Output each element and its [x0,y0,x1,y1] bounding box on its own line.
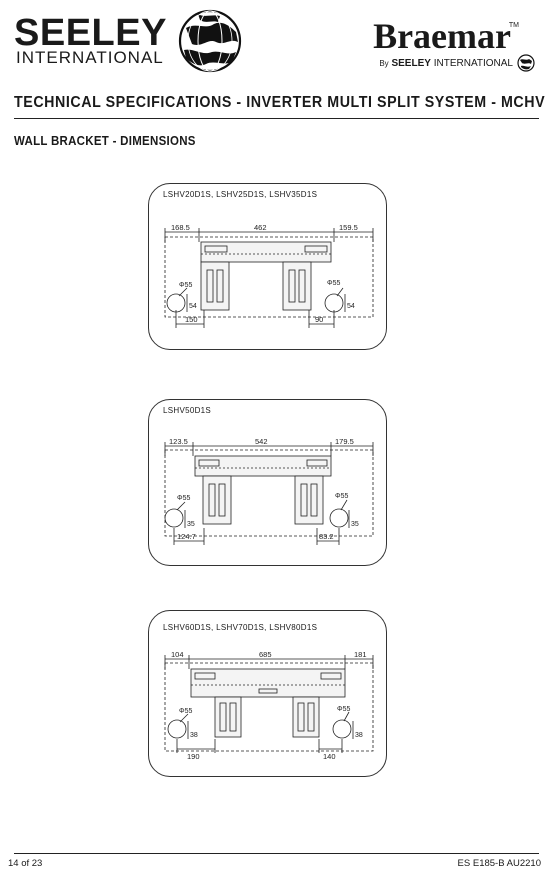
bracket-panel-2: LSHV50D1S [148,399,387,566]
dim-left-vert: 35 [187,521,195,528]
braemar-by-suffix: INTERNATIONAL [433,58,513,69]
dim-right-dia: Φ55 [335,493,348,500]
document-title: TECHNICAL SPECIFICATIONS - INVERTER MULT… [14,94,546,111]
bracket-diagram: 168.5 462 159.5 Φ55 Φ55 54 54 150 90 [164,223,374,328]
dim-top-right: 179.5 [335,437,354,446]
globe-icon [178,9,242,73]
dim-top-mid: 462 [254,223,267,232]
title-rule [14,118,539,119]
panel-models-label: LSHV60D1S, LSHV70D1S, LSHV80D1S [163,623,318,632]
dim-right-dia: Φ55 [327,280,340,287]
braemar-trademark: TM [508,22,519,29]
panel-models-label: LSHV20D1S, LSHV25D1S, LSHV35D1S [163,190,318,199]
dim-left-vert: 38 [190,732,198,739]
dim-top-left: 123.5 [169,437,188,446]
dim-bottom-left: 150 [185,315,198,324]
bracket-panel-3: LSHV60D1S, LSHV70D1S, LSHV80D1S [148,610,387,777]
dim-top-right: 159.5 [339,223,358,232]
section-title: WALL BRACKET - DIMENSIONS [14,134,196,148]
dim-top-left: 104 [171,650,184,659]
dim-bottom-left: 124.7 [177,532,196,541]
dim-top-mid: 685 [259,650,272,659]
dim-left-dia: Φ55 [179,282,192,289]
dim-bottom-right: 140 [323,752,336,761]
dim-bottom-right: 83.2 [319,532,334,541]
dim-left-dia: Φ55 [179,708,192,715]
braemar-by-brand: SEELEY [391,58,431,69]
dim-left-dia: Φ55 [177,495,190,502]
dim-right-vert: 35 [351,521,359,528]
braemar-by-prefix: By [379,59,389,68]
small-globe-icon [517,54,535,72]
document-code: ES E185-B AU2210 [457,858,541,869]
braemar-logo-name: Braemar [373,16,511,56]
braemar-logo: Braemar TM By SEELEY INTERNATIONAL [335,16,535,76]
bracket-panel-1: LSHV20D1S, LSHV25D1S, LSHV35D1S [148,183,387,350]
dim-right-dia: Φ55 [337,706,350,713]
page-number: 14 of 23 [8,858,43,869]
seeley-logo-sub: INTERNATIONAL [16,48,164,67]
page-header: SEELEY INTERNATIONAL Braemar TM By SEELE… [0,0,553,86]
bracket-diagram: 104 685 181 Φ55 Φ55 38 38 190 140 [164,650,374,761]
seeley-logo-name: SEELEY [14,12,167,54]
bracket-diagram: 123.5 542 179.5 Φ55 Φ55 35 35 124.7 83.2 [164,437,374,545]
dim-right-vert: 54 [347,303,355,310]
dim-right-vert: 38 [355,732,363,739]
braemar-by-line: By SEELEY INTERNATIONAL [379,58,513,69]
dim-left-vert: 54 [189,303,197,310]
dim-bottom-right: 90 [315,315,323,324]
dim-top-right: 181 [354,650,367,659]
dim-top-mid: 542 [255,437,268,446]
dim-bottom-left: 190 [187,752,200,761]
panel-models-label: LSHV50D1S [163,406,212,415]
footer-rule [14,853,539,854]
dim-top-left: 168.5 [171,223,190,232]
